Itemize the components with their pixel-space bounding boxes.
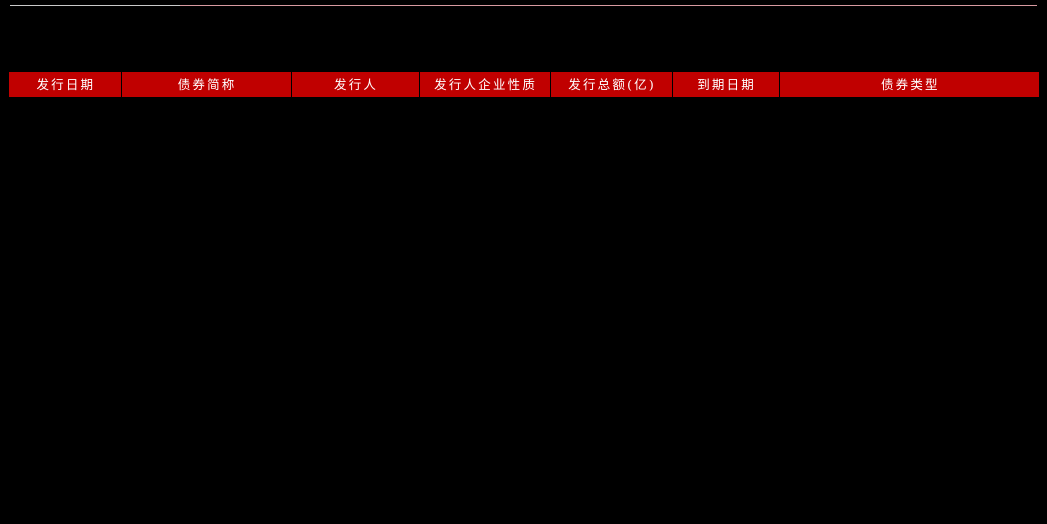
column-header-issue-date[interactable]: 发行日期: [9, 72, 122, 97]
column-header-maturity-date[interactable]: 到期日期: [671, 72, 780, 97]
bond-table-container: 发行日期 债券简称 发行人 发行人企业性质 发行总额(亿) 到期日期 债券类型: [9, 72, 1039, 97]
table-header-row: 发行日期 债券简称 发行人 发行人企业性质 发行总额(亿) 到期日期 债券类型: [9, 72, 1039, 97]
column-header-issuer[interactable]: 发行人: [290, 72, 420, 97]
top-horizontal-rule: [10, 5, 1037, 6]
bond-issuance-table: 发行日期 债券简称 发行人 发行人企业性质 发行总额(亿) 到期日期 债券类型: [9, 72, 1039, 97]
column-header-bond-short-name[interactable]: 债券简称: [120, 72, 292, 97]
rule-segment-left: [10, 5, 180, 6]
table-header: 发行日期 债券简称 发行人 发行人企业性质 发行总额(亿) 到期日期 债券类型: [9, 72, 1039, 97]
table-empty-body-area: [9, 97, 1039, 524]
column-header-bond-type[interactable]: 债券类型: [778, 72, 1039, 97]
column-header-issuer-enterprise-nature[interactable]: 发行人企业性质: [418, 72, 551, 97]
rule-segment-right: [180, 5, 1037, 6]
column-header-total-issue-amount[interactable]: 发行总额(亿): [549, 72, 673, 97]
